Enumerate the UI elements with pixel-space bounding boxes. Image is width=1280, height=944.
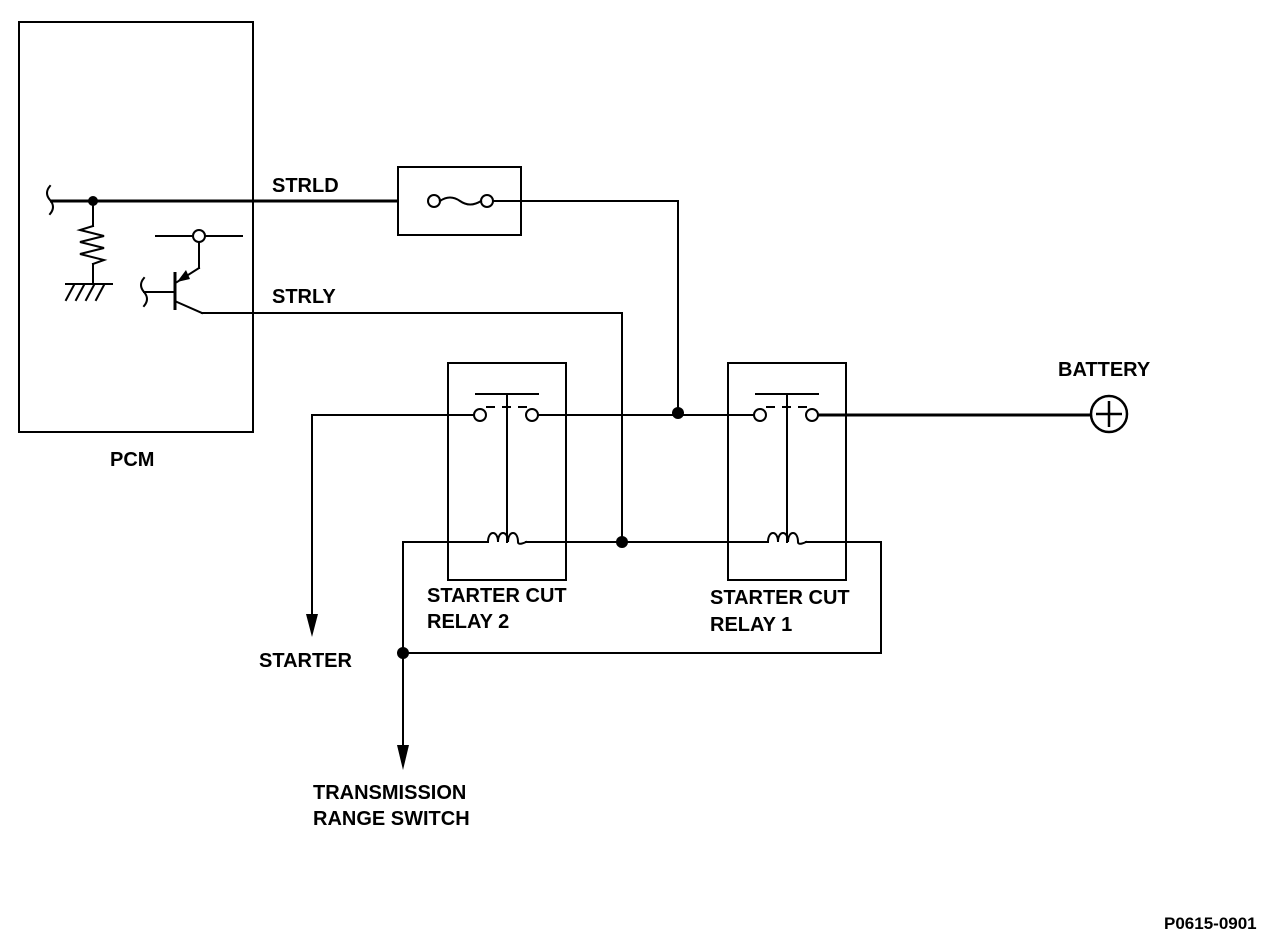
bus-junction-dot <box>672 407 684 419</box>
relay-1-contact-icon <box>753 393 819 543</box>
starter-arrow-icon <box>306 614 318 637</box>
strly-wire <box>201 312 623 543</box>
starter-wire <box>311 414 475 621</box>
transistor-icon <box>140 229 243 315</box>
pcm-module <box>18 21 398 433</box>
trs-junction-dot <box>397 647 409 659</box>
fuse-to-bus-wire <box>492 200 679 414</box>
starter-label: STARTER <box>259 650 353 672</box>
strld-label: STRLD <box>272 175 339 197</box>
coil-junction-dot <box>616 536 628 548</box>
relay-2-box <box>447 362 567 581</box>
trs-wire <box>402 541 489 751</box>
relay-1-return-wire <box>402 541 882 654</box>
relay-2-coil-icon <box>486 532 528 545</box>
ground-icon <box>64 283 113 302</box>
battery-label: BATTERY <box>1058 359 1151 381</box>
strly-label: STRLY <box>272 286 336 308</box>
figure-reference: P0615-0901 <box>1164 914 1257 933</box>
starter-cut-relay-1 <box>727 362 847 581</box>
relay-1-label-line1: STARTER CUT <box>710 587 850 609</box>
trs-arrow-icon <box>397 745 409 770</box>
resistor-icon <box>76 200 108 285</box>
relay-2-label-line2: RELAY 2 <box>427 611 509 633</box>
pcm-label: PCM <box>110 449 154 471</box>
pcm-box <box>18 21 254 433</box>
starter-cut-relay-2 <box>447 362 567 581</box>
battery-terminal-icon <box>1089 394 1129 434</box>
relay-1-coil-icon <box>766 532 808 545</box>
relay-2-contact-icon <box>473 393 539 543</box>
relay-1-box <box>727 362 847 581</box>
relay-1-label-line2: RELAY 1 <box>710 614 792 636</box>
trs-label-line1: TRANSMISSION <box>313 782 466 804</box>
relay-2-label-line1: STARTER CUT <box>427 585 567 607</box>
pcm-base-connector-icon <box>140 276 148 308</box>
trs-label-line2: RANGE SWITCH <box>313 808 470 830</box>
